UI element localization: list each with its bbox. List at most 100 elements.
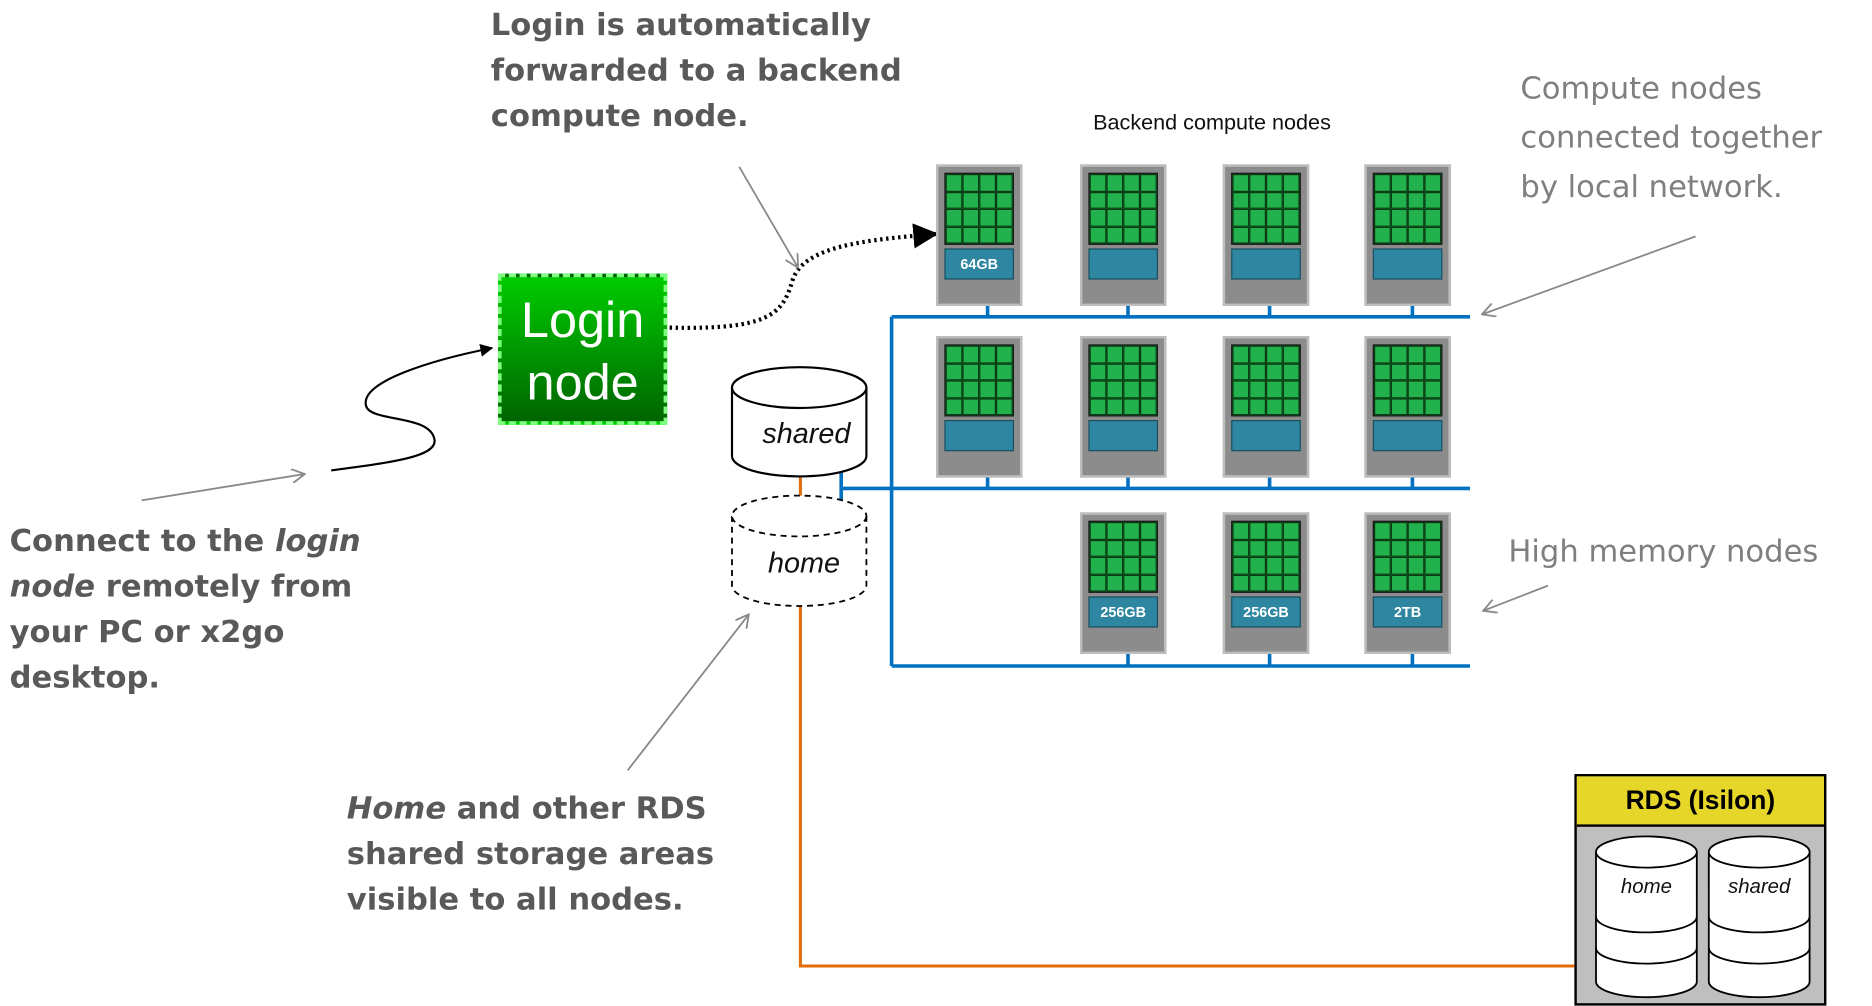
cpu-core (1123, 191, 1140, 209)
cpu-core (1123, 397, 1140, 416)
cpu-core (1106, 522, 1124, 540)
cpu-core (1266, 522, 1283, 540)
cpu-core (1407, 556, 1425, 575)
shared-storage-label: shared (762, 417, 851, 451)
cpu-core (1424, 574, 1442, 592)
cpu-core (1424, 539, 1442, 557)
connect-italic: login node (9, 523, 361, 605)
cpu-core (1249, 522, 1266, 540)
cpu-core (1424, 380, 1442, 398)
cpu-core (1089, 574, 1107, 592)
cpu-core (1424, 345, 1442, 363)
cpu-core (1424, 397, 1442, 416)
rds-home-cylinder (1595, 835, 1698, 999)
cpu-core (1106, 363, 1124, 381)
rds-home-label: home (1620, 874, 1672, 898)
cpu-core (1407, 539, 1425, 557)
cpu-core (1424, 208, 1442, 227)
cpu-core (1374, 380, 1391, 398)
cpu-core (1390, 397, 1408, 416)
cpu-core (1249, 556, 1266, 575)
connect-prefix: Connect to the (9, 523, 275, 560)
cpu-core (979, 380, 997, 398)
cpu-core (979, 397, 997, 416)
cpu-core (1390, 574, 1408, 592)
cpu-core (1106, 380, 1124, 398)
cpu-core-grid (1372, 520, 1443, 593)
cpu-core-grid (1231, 520, 1301, 593)
cpu-core (1249, 174, 1266, 192)
cpu-core (1123, 345, 1140, 363)
node-memory-label: 256GB (1231, 596, 1301, 628)
home-italic: Home (346, 790, 447, 827)
cpu-core (996, 380, 1013, 398)
cpu-core (1266, 556, 1283, 575)
rds-title: RDS (Isilon) (1576, 776, 1825, 827)
cpu-core (1424, 556, 1442, 575)
cpu-core (945, 363, 963, 381)
compute-node (1222, 336, 1310, 478)
home-suffix: and other RDS shared storage areas visib… (346, 790, 715, 919)
home-annotation: Home and other RDS shared storage areas … (347, 786, 743, 923)
cpu-core (1390, 191, 1408, 209)
cpu-core (1266, 397, 1283, 416)
cpu-core (1140, 397, 1157, 416)
cpu-core (1140, 574, 1157, 592)
cpu-core (1232, 191, 1250, 209)
node-memory-label (1372, 420, 1443, 452)
cpu-core (1232, 380, 1250, 398)
cpu-core (1407, 522, 1425, 540)
cpu-core (1374, 345, 1391, 363)
cpu-core (1374, 556, 1391, 575)
cpu-core (1374, 363, 1391, 381)
cpu-core (1266, 380, 1283, 398)
cpu-core (1374, 208, 1391, 227)
cpu-core (1232, 226, 1250, 244)
home-storage-label: home (767, 547, 841, 580)
cpu-core (1140, 539, 1157, 557)
cpu-core (1140, 191, 1157, 209)
cpu-core (1106, 574, 1124, 592)
cpu-core (1106, 208, 1124, 227)
cpu-core (979, 174, 997, 192)
cpu-core (1232, 208, 1250, 227)
cpu-core (1266, 363, 1283, 381)
cpu-core (979, 363, 997, 381)
cpu-core-grid (1372, 172, 1443, 245)
cpu-core (1390, 345, 1408, 363)
cpu-core (1106, 174, 1124, 192)
cpu-core (1407, 380, 1425, 398)
cpu-core (1424, 174, 1442, 192)
node-memory-label (1088, 248, 1158, 280)
cpu-core (1282, 556, 1300, 575)
login-node: Login node (498, 273, 668, 425)
cpu-core (1282, 363, 1300, 381)
connect-suffix: remotely from your PC or x2go desktop. (9, 568, 353, 696)
cpu-core (1123, 363, 1140, 381)
cpu-core (1140, 556, 1157, 575)
cpu-core (1232, 345, 1250, 363)
cpu-core (1140, 345, 1157, 363)
cpu-core (962, 191, 980, 209)
cpu-core (1282, 574, 1300, 592)
node-memory-label (1088, 420, 1158, 452)
cpu-core-grid (1231, 172, 1301, 245)
cpu-core (1089, 556, 1107, 575)
cpu-core-grid (1372, 344, 1443, 417)
cpu-core (1089, 174, 1107, 192)
cpu-core (1123, 226, 1140, 244)
cpu-core (1266, 174, 1283, 192)
compute-node: 2TB (1364, 512, 1451, 654)
cpu-core (1089, 345, 1107, 363)
cpu-core (1106, 345, 1124, 363)
node-memory-label (1231, 248, 1301, 280)
cpu-core (1249, 380, 1266, 398)
cpu-core (1232, 397, 1250, 416)
cpu-core (1089, 380, 1107, 398)
cpu-core (1374, 397, 1391, 416)
cpu-core (1266, 345, 1283, 363)
node-memory-label (944, 420, 1015, 452)
compute-node (1080, 164, 1167, 306)
cpu-core (1232, 522, 1250, 540)
